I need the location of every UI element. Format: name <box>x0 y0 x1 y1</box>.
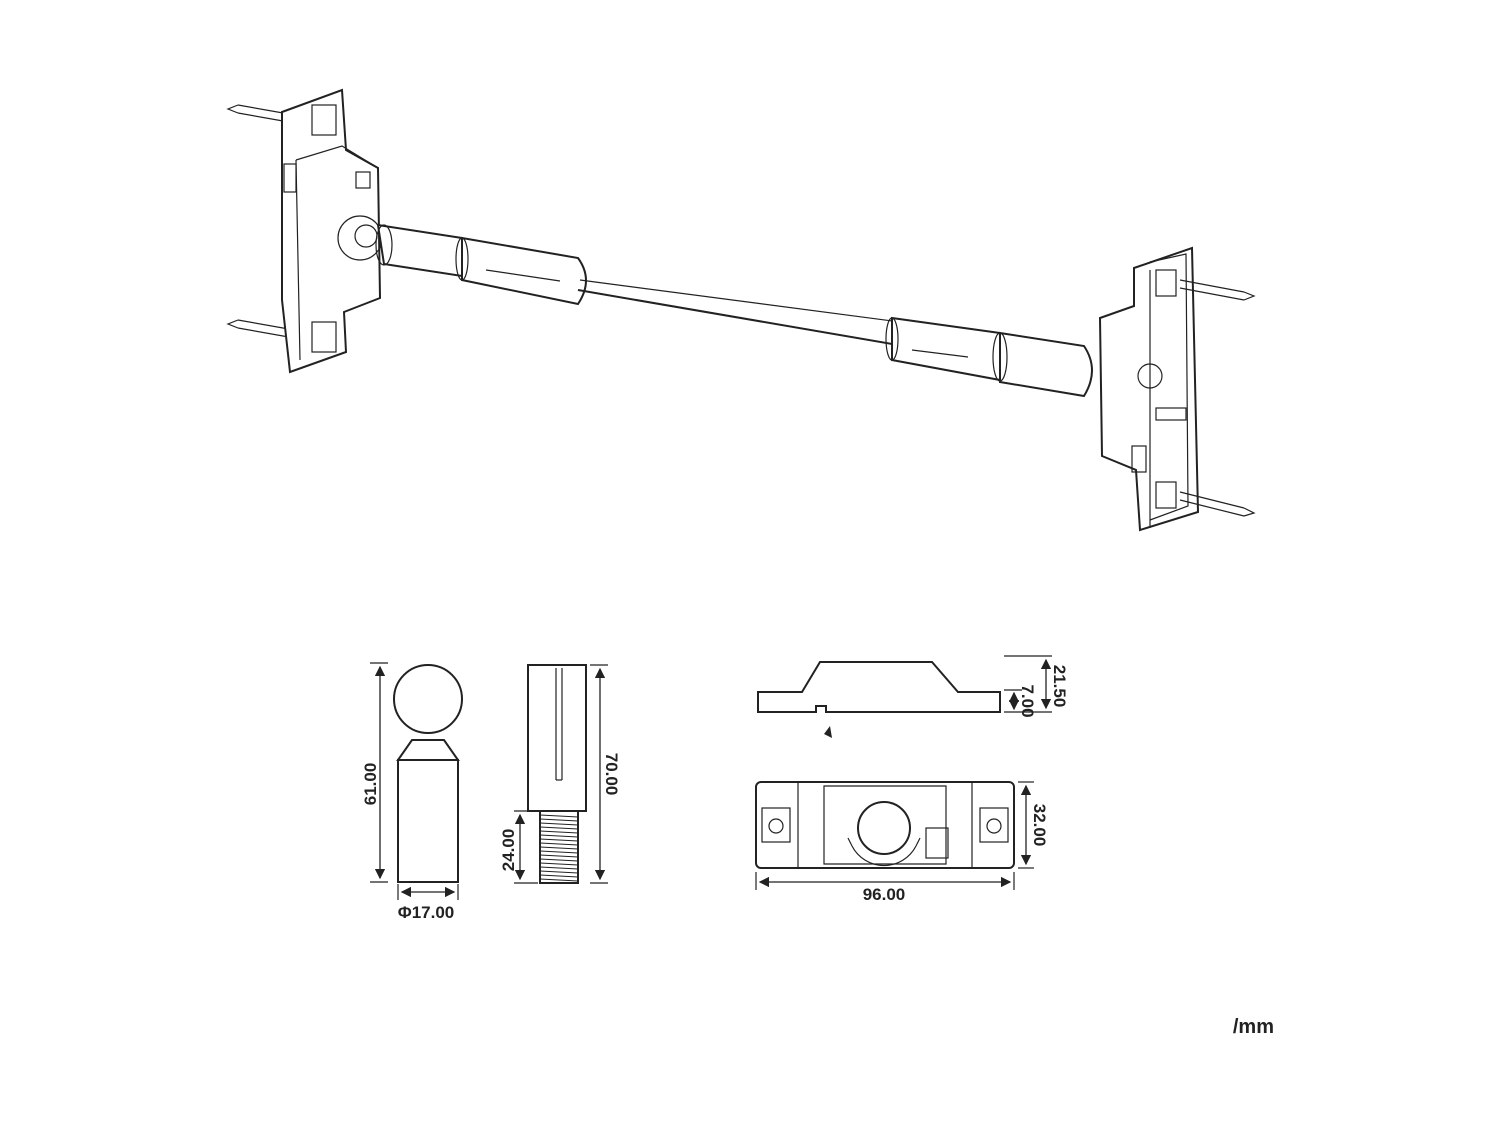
bracket-side-view <box>757 655 1052 738</box>
thread-line <box>539 862 579 866</box>
thread-line <box>539 870 579 874</box>
connecting-rod <box>375 223 1093 398</box>
thread-line <box>539 850 579 854</box>
dim-ball-height: 61.00 <box>361 763 380 806</box>
ball-stud-view <box>370 662 463 900</box>
thread-line <box>539 846 579 850</box>
thread-line <box>539 854 579 858</box>
thread-line <box>539 878 579 882</box>
dim-front-height: 32.00 <box>1030 804 1049 847</box>
thread-line <box>539 814 579 818</box>
thread-line <box>539 818 579 822</box>
thread-line <box>539 822 579 826</box>
thread-line <box>539 826 579 830</box>
unit-label: /mm <box>1232 1016 1274 1038</box>
bracket-front-view <box>755 781 1034 890</box>
thread-line <box>539 838 579 842</box>
dim-ball-diameter: Φ17.00 <box>398 903 455 922</box>
thread-line <box>539 858 579 862</box>
thread-line <box>539 874 579 878</box>
dim-rod-length: 70.00 <box>602 753 621 796</box>
threaded-rod-view <box>514 664 608 884</box>
thread-line <box>539 830 579 834</box>
thread-line <box>539 842 579 846</box>
dim-thread-length: 24.00 <box>499 829 518 872</box>
dim-front-width: 96.00 <box>863 885 906 904</box>
dim-side-step-height: 7.00 <box>1018 684 1037 717</box>
thread-line <box>539 834 579 838</box>
left-bracket <box>226 88 383 374</box>
dim-side-total-height: 21.50 <box>1050 665 1069 708</box>
right-bracket <box>1098 246 1256 532</box>
thread-line <box>539 866 579 870</box>
